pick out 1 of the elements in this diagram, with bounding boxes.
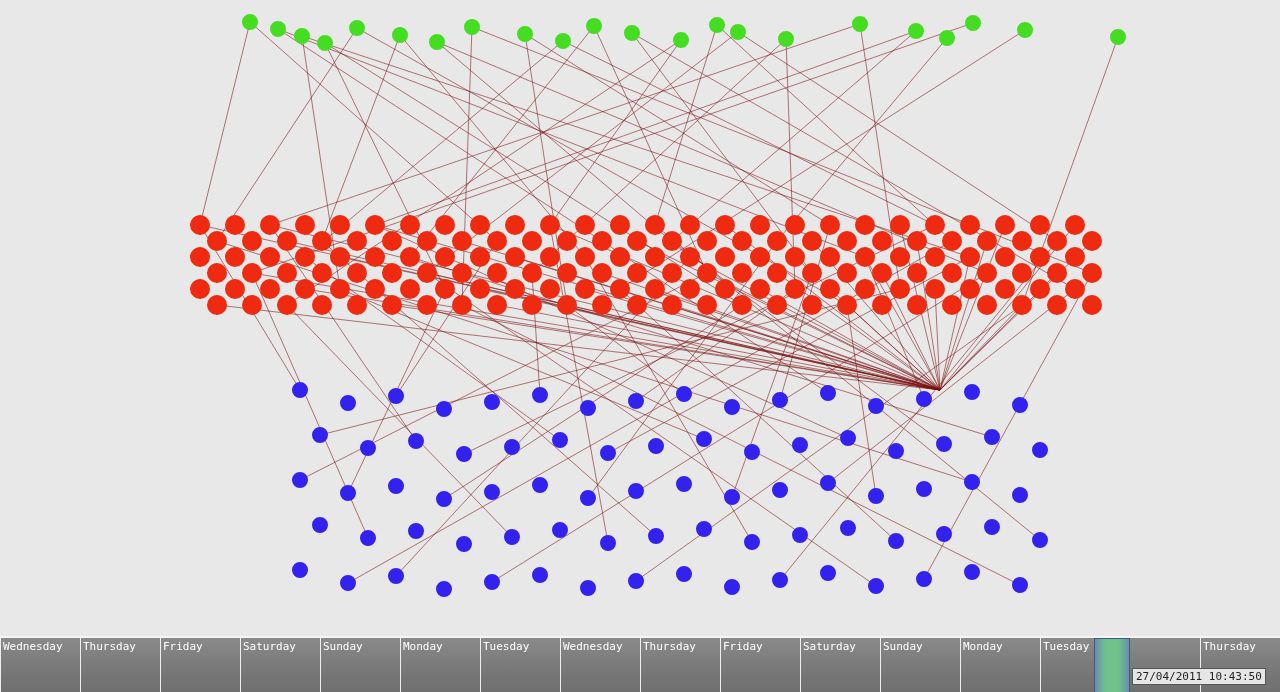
timestamp-tooltip: 27/04/2011 10:43:50 xyxy=(1132,668,1266,685)
